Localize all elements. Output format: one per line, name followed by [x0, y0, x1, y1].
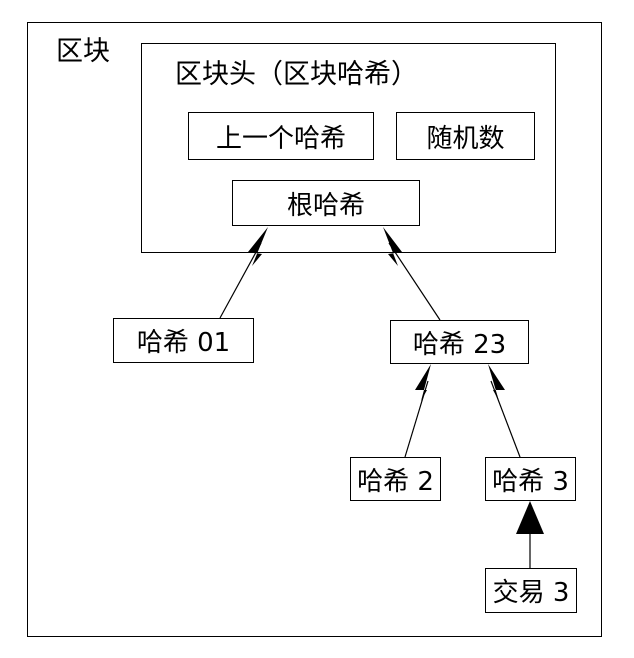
root-hash-box: 根哈希	[232, 180, 420, 226]
hash3-box: 哈希 3	[485, 457, 576, 501]
transaction3-box: 交易 3	[485, 568, 577, 613]
arrowhead-hash23-left	[415, 364, 431, 401]
block-label: 区块	[56, 36, 110, 67]
block-header-title: 区块头（区块哈希）	[175, 59, 418, 90]
hash01-box: 哈希 01	[113, 318, 254, 363]
prev-hash-box: 上一个哈希	[188, 112, 374, 160]
hash23-box: 哈希 23	[390, 320, 529, 364]
outer-block-container	[27, 22, 602, 637]
arrowhead-root-left	[248, 227, 268, 266]
edge-hash01-to-root	[219, 242, 262, 319]
hash2-box: 哈希 2	[350, 457, 441, 501]
arrowhead-root-right	[383, 227, 402, 266]
edge-hash23-to-root	[388, 242, 441, 321]
nonce-box: 随机数	[396, 112, 535, 160]
arrowhead-hash23-right	[488, 364, 505, 401]
arrowhead-hash3-bottom	[516, 501, 544, 534]
